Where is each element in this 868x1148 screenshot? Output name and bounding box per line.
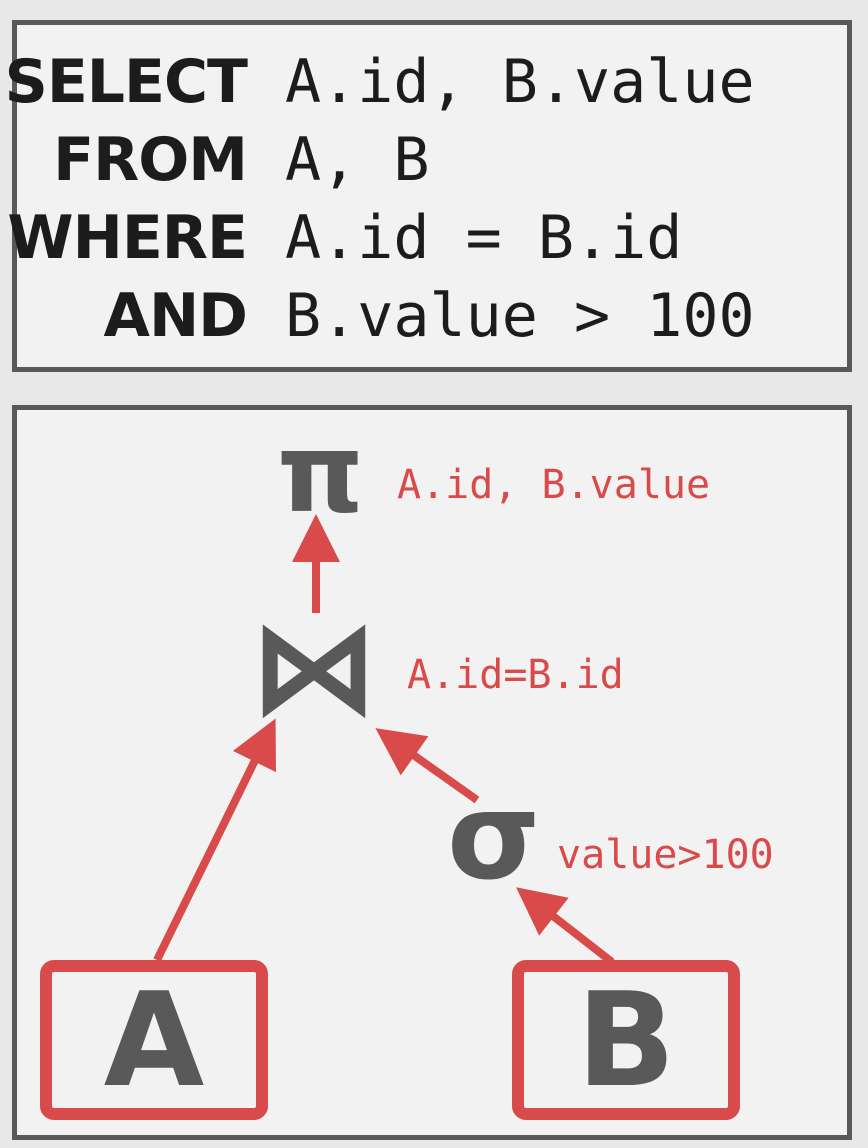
edge-a-to-join bbox=[153, 718, 276, 962]
sql-line-where: WHERE A.id = B.id bbox=[7, 199, 847, 277]
edge-b-to-selection bbox=[516, 887, 615, 966]
sql-keyword-from: FROM bbox=[53, 125, 248, 195]
relation-a-name: A bbox=[103, 964, 205, 1116]
relation-b-name: B bbox=[576, 964, 676, 1116]
sql-keyword-where: WHERE bbox=[7, 203, 248, 273]
sql-and-condition: B.value > 100 bbox=[285, 281, 755, 351]
query-plan-box: π A.id, B.value ⋈ A.id=B.id σ value>100 … bbox=[12, 405, 852, 1140]
plan-edges bbox=[153, 514, 615, 966]
sql-line-and: AND B.value > 100 bbox=[17, 277, 847, 355]
join-symbol: ⋈ bbox=[249, 591, 379, 743]
sql-keyword-and: AND bbox=[103, 281, 248, 351]
sql-select-columns: A.id, B.value bbox=[285, 47, 755, 117]
sql-line-from: FROM A, B bbox=[17, 121, 847, 199]
relation-b-box: B bbox=[512, 960, 740, 1120]
relation-a-box: A bbox=[40, 960, 268, 1120]
sql-line-select: SELECT A.id, B.value bbox=[5, 43, 847, 121]
edge-selection-to-join bbox=[375, 728, 480, 804]
selection-label: value>100 bbox=[557, 832, 774, 878]
sql-where-condition: A.id = B.id bbox=[285, 203, 683, 273]
join-label: A.id=B.id bbox=[407, 652, 624, 698]
sql-from-tables: A, B bbox=[285, 125, 430, 195]
sql-query-box: SELECT A.id, B.value FROM A, B WHERE A.i… bbox=[5, 20, 852, 372]
sql-keyword-select: SELECT bbox=[4, 47, 248, 117]
projection-symbol: π bbox=[277, 409, 365, 537]
selection-symbol: σ bbox=[447, 768, 541, 907]
projection-label: A.id, B.value bbox=[397, 462, 711, 508]
